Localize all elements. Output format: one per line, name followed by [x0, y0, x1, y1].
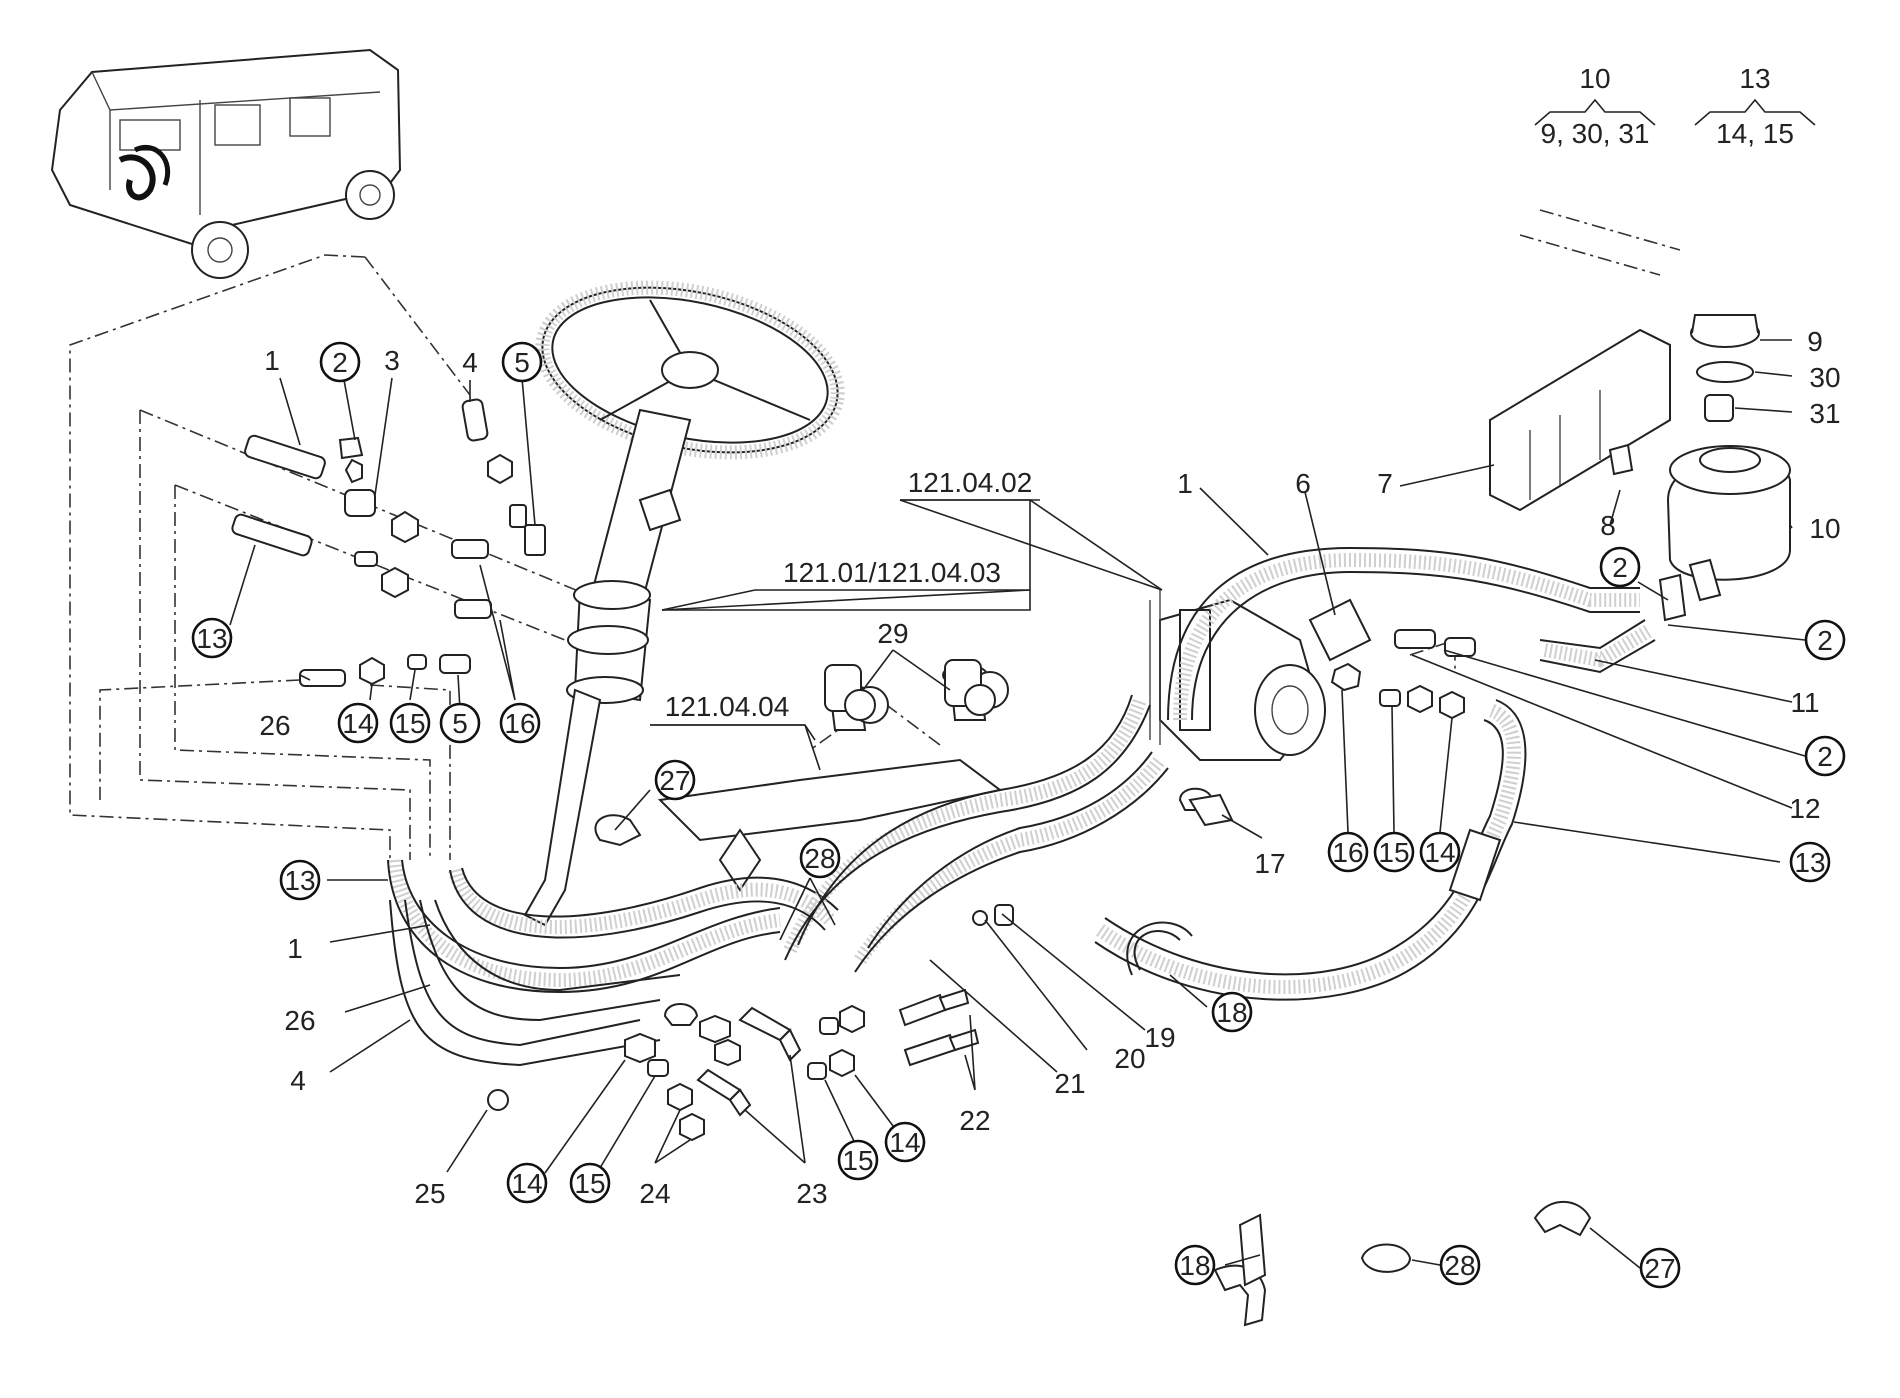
callout-15-circled: 15 — [569, 1162, 611, 1204]
svg-text:14: 14 — [889, 1127, 920, 1158]
callout-27-circled: 27 — [654, 759, 696, 801]
callouts-circled: 2 5 13 14 15 5 16 27 2 2 2 16 15 14 13 1… — [191, 341, 1846, 1289]
callout-15-circled: 15 — [1373, 831, 1415, 873]
svg-text:27: 27 — [1644, 1253, 1675, 1284]
svg-text:2: 2 — [1612, 552, 1628, 583]
callout-14-circled: 14 — [884, 1121, 926, 1163]
svg-text:2: 2 — [332, 347, 348, 378]
callout-26: 26 — [259, 710, 290, 741]
callout-13-circled: 13 — [1789, 841, 1831, 883]
svg-text:15: 15 — [394, 708, 425, 739]
callout-12: 12 — [1789, 793, 1820, 824]
callout-13-circled: 13 — [279, 859, 321, 901]
svg-text:13: 13 — [284, 865, 315, 896]
kit-13-title: 13 — [1739, 63, 1770, 94]
callout-25: 25 — [414, 1178, 445, 1209]
callout-28-circled: 28 — [1439, 1244, 1481, 1286]
hoses — [387, 546, 1656, 1067]
callout-1: 1 — [287, 933, 303, 964]
callout-17: 17 — [1254, 848, 1285, 879]
callout-5-circled: 5 — [439, 702, 481, 744]
svg-text:5: 5 — [452, 708, 468, 739]
callout-30: 30 — [1809, 362, 1840, 393]
callout-10: 10 — [1809, 513, 1840, 544]
callout-15-circled: 15 — [837, 1139, 879, 1181]
callouts-plain: 1 3 4 26 29 1 6 7 8 9 30 31 10 11 12 17 … — [259, 326, 1840, 1209]
callout-2-circled: 2 — [1599, 546, 1641, 588]
svg-text:15: 15 — [1378, 837, 1409, 868]
assembly-lines — [69, 209, 1681, 860]
svg-text:16: 16 — [1332, 837, 1363, 868]
callout-13-circled: 13 — [191, 617, 233, 659]
callout-3: 3 — [384, 345, 400, 376]
svg-text:5: 5 — [514, 347, 530, 378]
callout-4: 4 — [290, 1065, 306, 1096]
callout-2-circled: 2 — [1804, 619, 1846, 661]
reference-labels: 121.04.02 121.01/121.04.03 121.04.04 — [650, 467, 1163, 771]
reservoir-assembly — [1489, 314, 1791, 622]
svg-text:2: 2 — [1817, 625, 1833, 656]
svg-text:2: 2 — [1817, 741, 1833, 772]
kit-10-contents: 9, 30, 31 — [1541, 118, 1650, 149]
ref-steering-box: 121.04.04 — [665, 691, 790, 722]
callout-14-circled: 14 — [506, 1162, 548, 1204]
callout-29: 29 — [877, 618, 908, 649]
callout-14-circled: 14 — [337, 702, 379, 744]
kit-13-contents: 14, 15 — [1716, 118, 1794, 149]
svg-text:16: 16 — [504, 708, 535, 739]
steering-wheel — [535, 280, 845, 460]
ref-pump: 121.04.02 — [908, 467, 1033, 498]
callout-24: 24 — [639, 1178, 670, 1209]
kit-note-10: 10 9, 30, 31 — [1534, 63, 1656, 149]
svg-text:27: 27 — [659, 765, 690, 796]
fittings — [231, 398, 1592, 1327]
steering-column — [523, 408, 692, 927]
svg-text:18: 18 — [1179, 1250, 1210, 1281]
svg-text:14: 14 — [1424, 837, 1455, 868]
svg-text:28: 28 — [804, 843, 835, 874]
svg-text:15: 15 — [842, 1145, 873, 1176]
callout-18-circled: 18 — [1174, 1244, 1216, 1286]
callout-28-circled: 28 — [799, 837, 841, 879]
svg-text:13: 13 — [196, 623, 227, 654]
callout-31: 31 — [1809, 398, 1840, 429]
callout-6: 6 — [1295, 468, 1311, 499]
callout-16-circled: 16 — [499, 702, 541, 744]
callout-9: 9 — [1807, 326, 1823, 357]
kit-10-title: 10 — [1579, 63, 1610, 94]
callout-1: 1 — [1177, 468, 1193, 499]
callout-18-circled: 18 — [1211, 991, 1253, 1033]
callout-4: 4 — [462, 347, 478, 378]
callout-5-circled: 5 — [501, 341, 543, 383]
ref-steering-column: 121.01/121.04.03 — [783, 557, 1001, 588]
pump-assembly — [1149, 590, 1326, 761]
svg-text:15: 15 — [574, 1168, 605, 1199]
vehicle-thumbnail — [50, 48, 402, 279]
callout-14-circled: 14 — [1419, 831, 1461, 873]
svg-text:13: 13 — [1794, 847, 1825, 878]
callout-7: 7 — [1377, 468, 1393, 499]
callout-26: 26 — [284, 1005, 315, 1036]
svg-text:18: 18 — [1216, 997, 1247, 1028]
svg-text:14: 14 — [342, 708, 373, 739]
callout-27-circled: 27 — [1639, 1247, 1681, 1289]
callout-19: 19 — [1144, 1022, 1175, 1053]
callout-20: 20 — [1114, 1043, 1145, 1074]
callout-1: 1 — [264, 345, 280, 376]
svg-text:14: 14 — [511, 1168, 542, 1199]
callout-11: 11 — [1790, 687, 1819, 718]
callout-2-circled: 2 — [319, 341, 361, 383]
kit-note-13: 13 14, 15 — [1694, 63, 1816, 149]
callout-22: 22 — [959, 1105, 990, 1136]
callout-21: 21 — [1054, 1068, 1085, 1099]
callout-16-circled: 16 — [1327, 831, 1369, 873]
callout-23: 23 — [796, 1178, 827, 1209]
callout-15-circled: 15 — [389, 702, 431, 744]
callout-8: 8 — [1600, 510, 1616, 541]
callout-2-circled: 2 — [1804, 735, 1846, 777]
svg-text:28: 28 — [1444, 1250, 1475, 1281]
